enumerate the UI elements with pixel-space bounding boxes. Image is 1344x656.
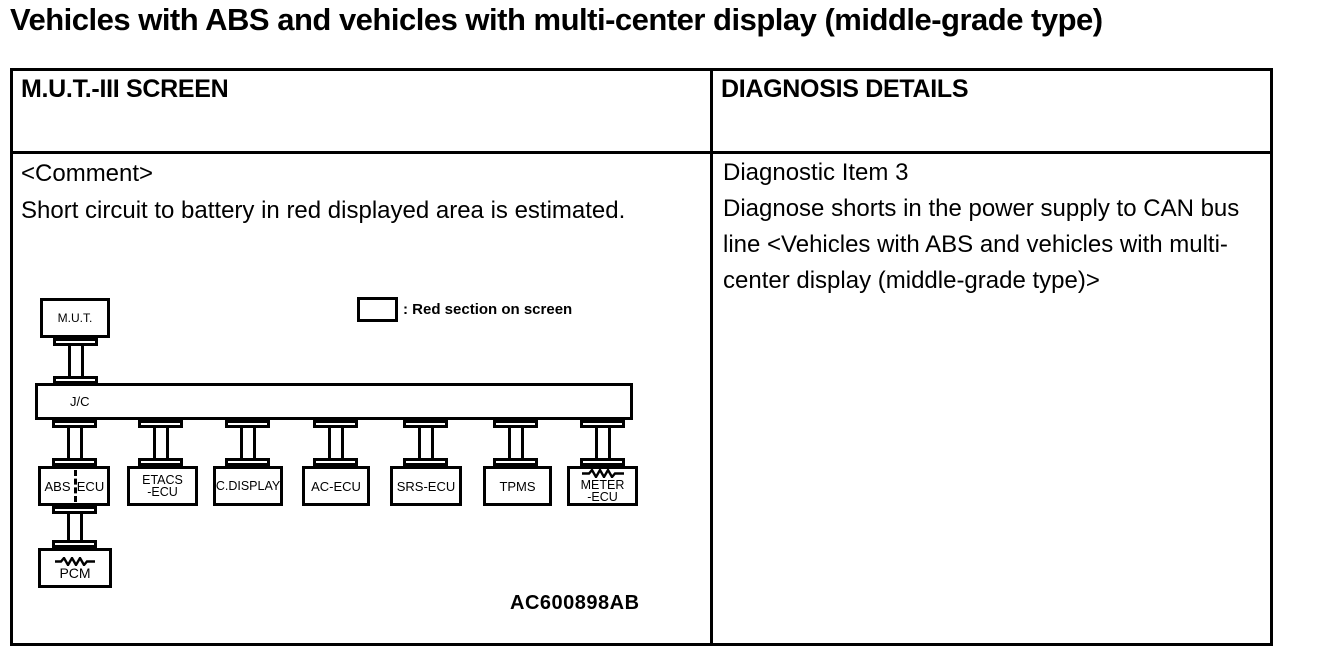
node-abs-ecu: ABS ECU	[38, 466, 110, 506]
connector-jc-etacs	[138, 420, 183, 466]
connector-cap	[313, 458, 358, 466]
node-meter-ecu: METER -ECU	[567, 466, 638, 506]
node-abs-label-left: ABS	[44, 478, 71, 494]
node-junction-connector: J/C	[35, 383, 633, 420]
node-srs-label: SRS-ECU	[396, 478, 456, 494]
connector-cap	[225, 420, 270, 428]
comment-label: <Comment>	[21, 160, 154, 187]
node-abs-label-right: ECU	[76, 478, 105, 494]
diagnosis-table: M.U.T.-III SCREEN DIAGNOSIS DETAILS <Com…	[10, 68, 1273, 646]
header-cell-diagnosis-details: DIAGNOSIS DETAILS	[713, 71, 1270, 151]
node-c-display: C.DISPLAY	[213, 466, 283, 506]
node-mut-label: M.U.T.	[57, 311, 93, 325]
connector-stem	[239, 428, 256, 458]
connector-stem	[66, 428, 83, 458]
connector-cap	[493, 420, 538, 428]
connector-cap	[403, 420, 448, 428]
node-etacs-ecu: ETACS -ECU	[127, 466, 198, 506]
connector-stem	[594, 428, 611, 458]
connector-cap	[580, 458, 625, 466]
diagnosis-block: Diagnostic Item 3 Diagnose shorts in the…	[723, 155, 1268, 299]
mut-screen-cell: <Comment> Short circuit to battery in re…	[13, 154, 713, 643]
connector-stem	[152, 428, 169, 458]
figure-code: AC600898AB	[510, 592, 640, 614]
connector-stem	[66, 514, 83, 540]
node-ac-ecu: AC-ECU	[302, 466, 370, 506]
node-mut: M.U.T.	[40, 298, 110, 338]
connector-cap	[52, 506, 97, 514]
connector-jc-tpms	[493, 420, 538, 466]
terminating-resistor-icon	[55, 557, 95, 566]
connector-cap	[403, 458, 448, 466]
connector-cap	[580, 420, 625, 428]
connector-cap	[138, 458, 183, 466]
connector-cap	[52, 458, 97, 466]
node-ac-label: AC-ECU	[311, 478, 361, 494]
comment-text: Short circuit to battery in red displaye…	[21, 197, 626, 224]
connector-jc-cdisplay	[225, 420, 270, 466]
node-tpms-label: TPMS	[499, 478, 536, 494]
connector-cap	[52, 420, 97, 428]
header-cell-mut-screen: M.U.T.-III SCREEN	[13, 71, 713, 151]
node-meter-label-line2: -ECU	[587, 490, 618, 504]
table-body-row: <Comment> Short circuit to battery in re…	[13, 154, 1270, 643]
node-etacs-label-line1: ETACS	[142, 473, 183, 487]
node-c-display-label: C.DISPLAY	[215, 479, 281, 493]
connector-jc-srs	[403, 420, 448, 466]
red-section-swatch	[357, 297, 398, 322]
node-meter-label-line1: METER	[580, 478, 625, 492]
dashed-divider	[74, 470, 77, 502]
node-pcm: PCM	[38, 548, 112, 588]
diagnosis-item-title: Diagnostic Item 3	[723, 159, 909, 186]
can-bus-diagram: : Red section on screen M.U.T. J/C	[13, 154, 710, 643]
node-pcm-label: PCM	[59, 565, 91, 581]
connector-cap	[52, 540, 97, 548]
page-title: Vehicles with ABS and vehicles with mult…	[10, 2, 1103, 37]
connector-cap	[225, 458, 270, 466]
connector-stem	[327, 428, 344, 458]
connector-abs-pcm	[52, 506, 97, 548]
node-tpms: TPMS	[483, 466, 552, 506]
connector-stem	[507, 428, 524, 458]
mut-screen-header-label: M.U.T.-III SCREEN	[21, 75, 229, 103]
diagnosis-details-cell: Diagnostic Item 3 Diagnose shorts in the…	[713, 154, 1270, 643]
connector-jc-abs	[52, 420, 97, 466]
diagnosis-details-header-label: DIAGNOSIS DETAILS	[721, 75, 969, 103]
node-srs-ecu: SRS-ECU	[390, 466, 462, 506]
connector-cap	[53, 376, 98, 384]
terminating-resistor-icon	[581, 469, 624, 478]
connector-cap	[493, 458, 538, 466]
connector-stem	[417, 428, 434, 458]
diagnosis-description: Diagnose shorts in the power supply to C…	[723, 195, 1240, 294]
connector-stem	[67, 346, 84, 376]
comment-block: <Comment> Short circuit to battery in re…	[21, 155, 676, 229]
connector-jc-ac	[313, 420, 358, 466]
node-junction-label: J/C	[70, 394, 90, 409]
table-header-row: M.U.T.-III SCREEN DIAGNOSIS DETAILS	[13, 71, 1270, 154]
connector-jc-meter	[580, 420, 625, 466]
legend-label: : Red section on screen	[403, 301, 573, 318]
connector-cap	[313, 420, 358, 428]
connector-cap	[53, 338, 98, 346]
connector-mut-jc	[53, 338, 98, 384]
node-etacs-label-line2: -ECU	[147, 485, 178, 499]
connector-cap	[138, 420, 183, 428]
